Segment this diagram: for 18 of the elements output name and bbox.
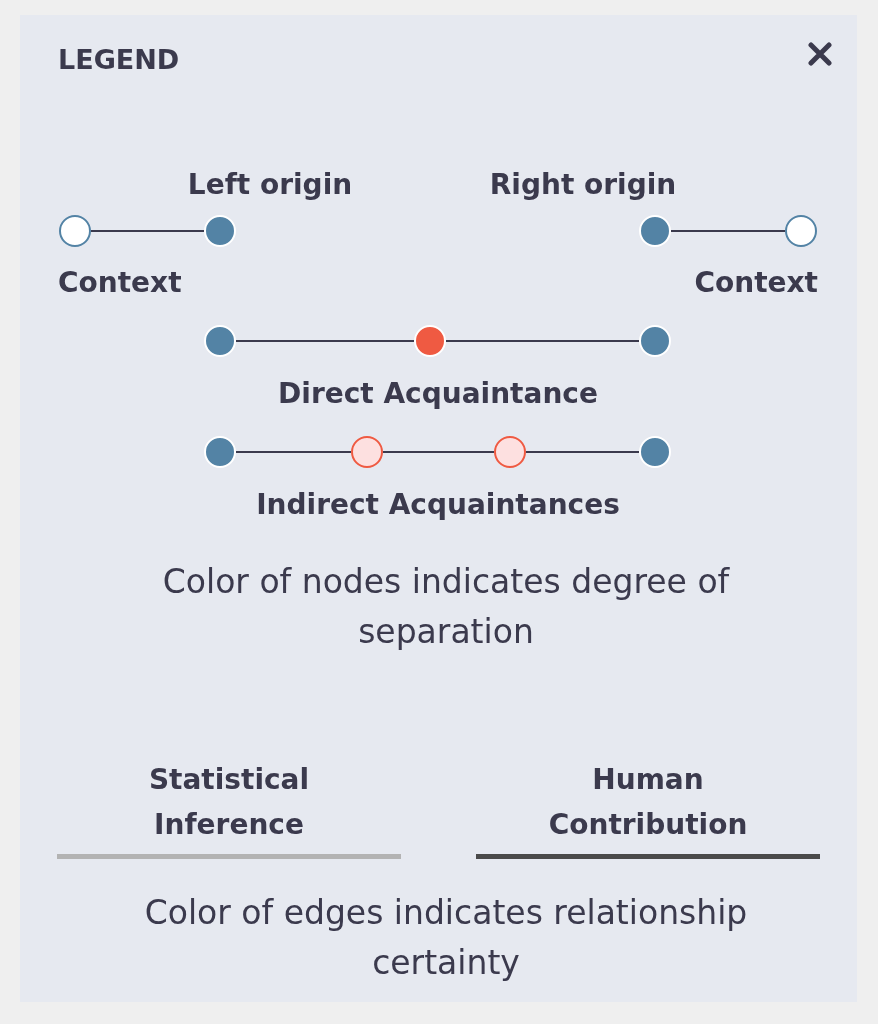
legend-title: LEGEND [58,44,180,75]
connector-line [445,340,640,342]
connector-line [235,451,352,453]
node-label: Context [693,266,818,299]
node-label: Direct Acquaintance [277,377,599,410]
connector-line [90,230,205,232]
connector-line [382,451,495,453]
legend-label: Statistical Inference [147,762,311,843]
description-text: Color of edges indicates relationship certainty [143,892,749,984]
connector-line [670,230,786,232]
node-label: Context [58,266,183,299]
node-label: Indirect Acquaintances [255,488,621,521]
legend-label: Human Contribution [547,762,749,843]
connector-line [235,340,415,342]
connector-line [525,451,640,453]
node-label: Left origin [186,168,354,201]
description-text: Color of nodes indicates degree of separation [161,561,731,653]
node-label: Right origin [488,168,678,201]
